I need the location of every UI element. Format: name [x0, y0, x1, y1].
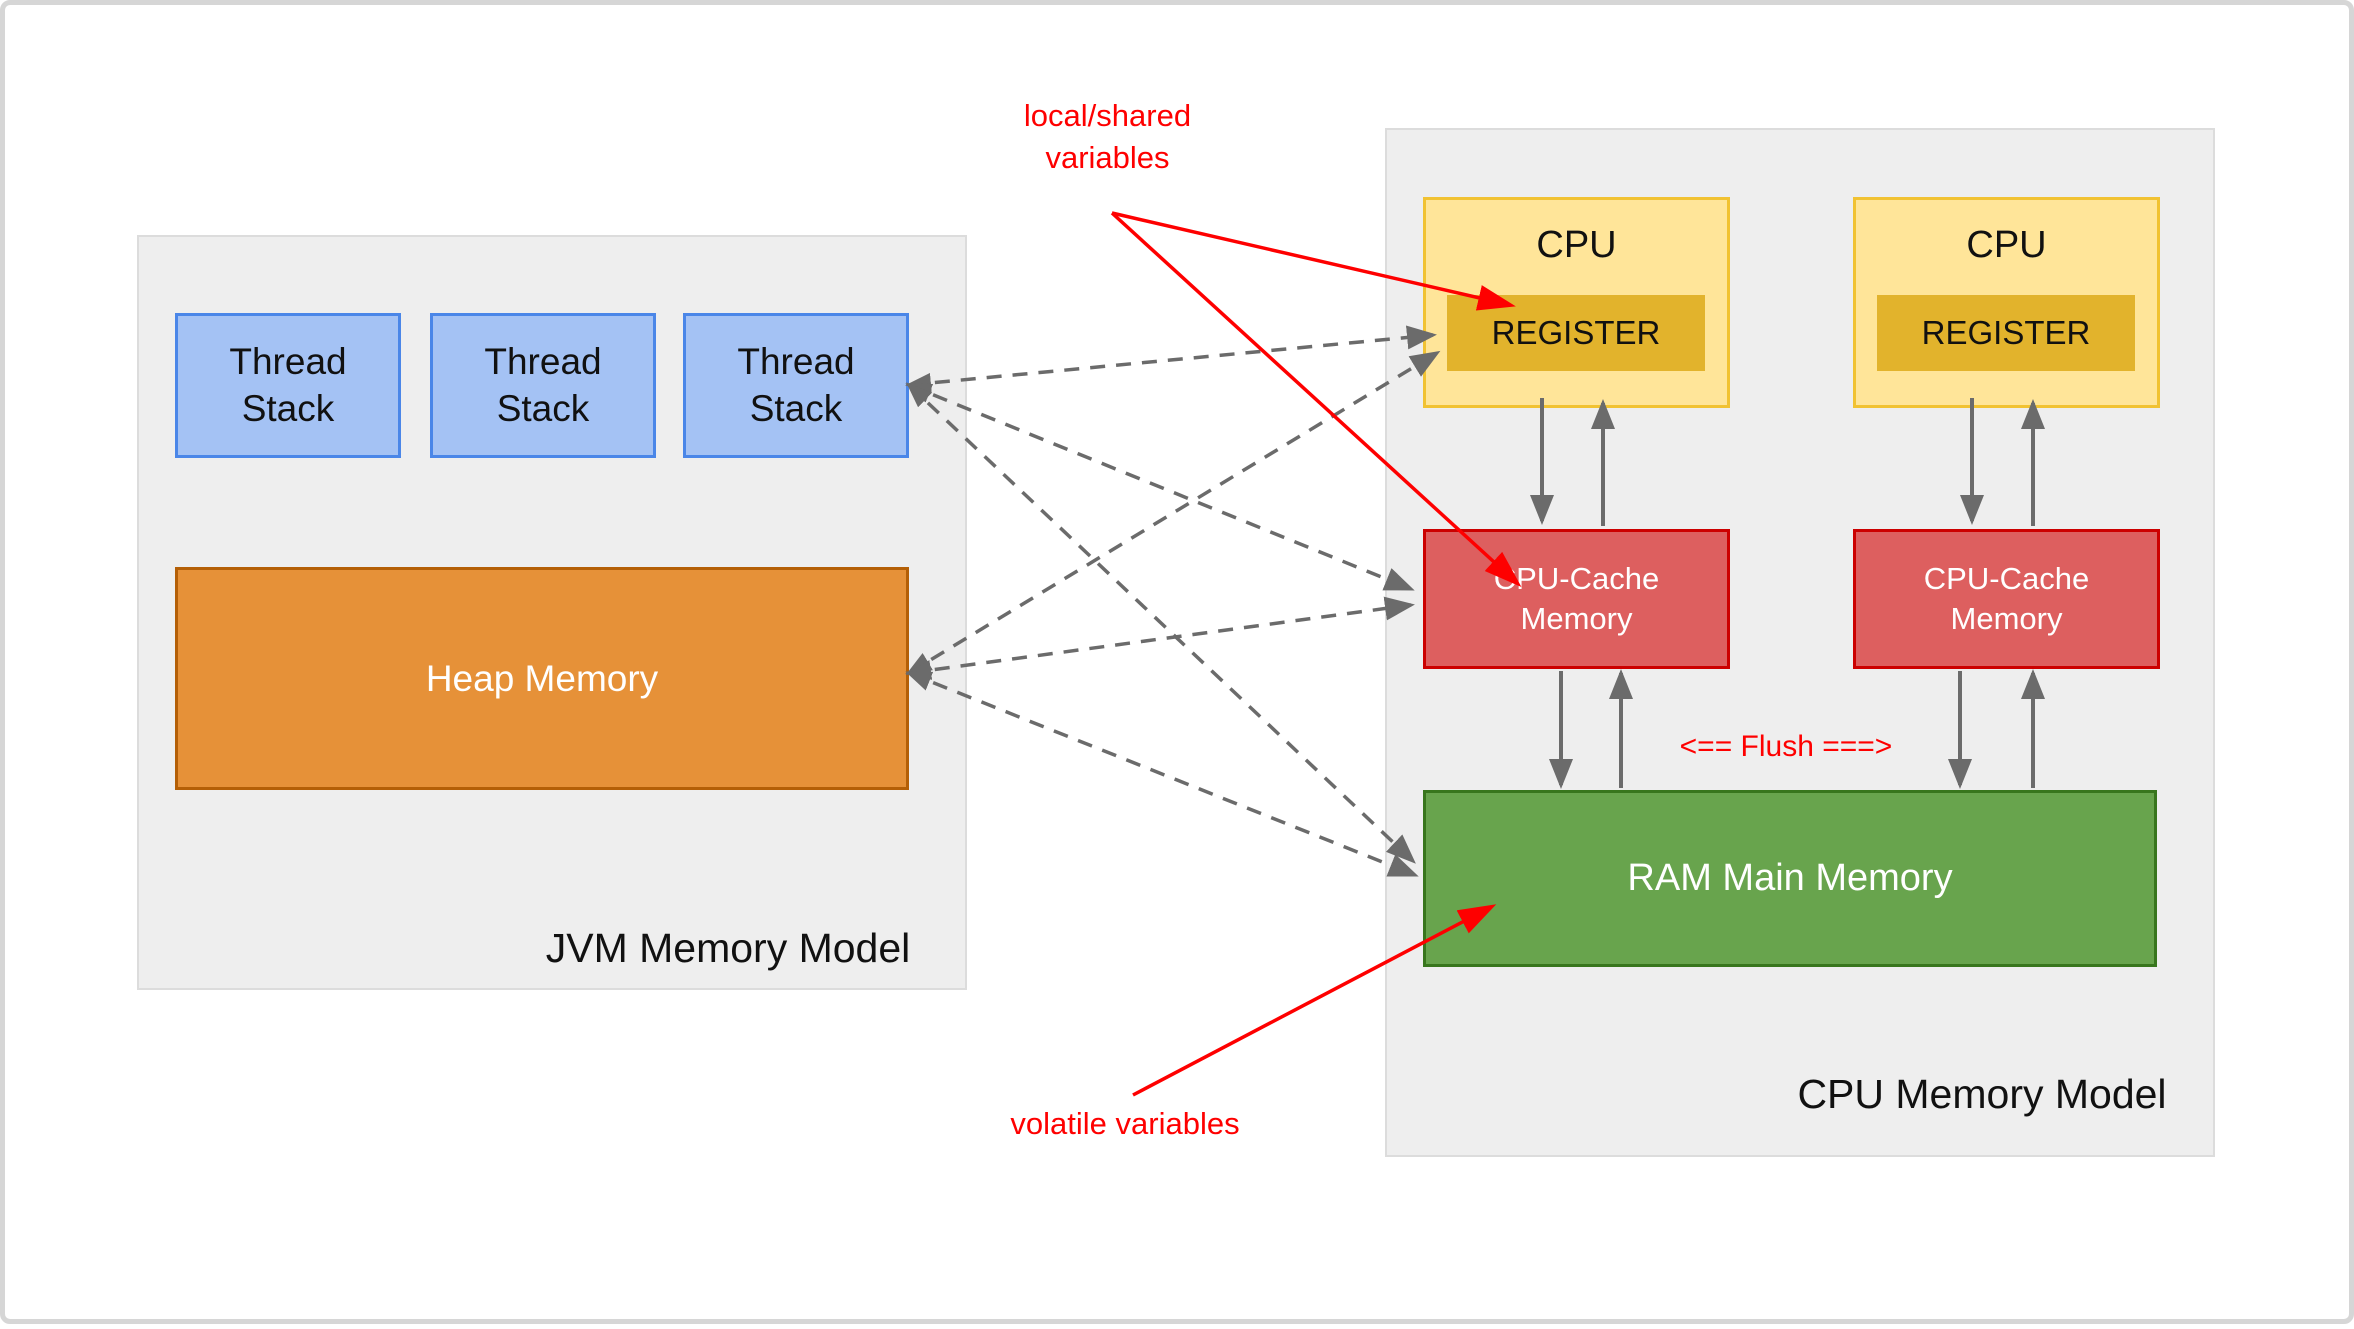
- dashed-arrow-stack-ram: [906, 382, 1416, 864]
- cpu-panel-title: CPU Memory Model: [1797, 1071, 2167, 1117]
- register-label: REGISTER: [1921, 314, 2091, 351]
- cpu-cache-box-1: CPU-Cache Memory: [1423, 529, 1730, 669]
- dashed-arrow-stack-register: [905, 325, 1437, 393]
- heap-memory-box: Heap Memory: [175, 567, 909, 790]
- thread-stack-label: Thread Stack: [229, 341, 347, 429]
- dashed-arrow-heap-register: [905, 350, 1441, 676]
- local-shared-line1: local/shared: [1023, 98, 1192, 133]
- jvm-panel-title: JVM Memory Model: [545, 925, 911, 971]
- thread-stack-label: Thread Stack: [737, 341, 855, 429]
- volatile-variables-note: volatile variables: [1010, 1106, 1240, 1141]
- cpu-box-2: CPU REGISTER: [1853, 197, 2160, 408]
- cpu-cache-box-2: CPU-Cache Memory: [1853, 529, 2160, 669]
- thread-stack-box-3: Thread Stack: [683, 313, 909, 458]
- cpu-cache-label: CPU-Cache Memory: [1493, 560, 1660, 636]
- local-shared-line2: variables: [1045, 139, 1170, 175]
- thread-stack-box-1: Thread Stack: [175, 313, 401, 458]
- flush-note: <== Flush ===>: [1679, 730, 1893, 763]
- heap-memory-label: Heap Memory: [425, 657, 659, 699]
- thread-stack-box-2: Thread Stack: [430, 313, 656, 458]
- dashed-arrow-heap-ram: [905, 671, 1419, 877]
- ram-main-memory-box: RAM Main Memory: [1423, 790, 2157, 967]
- register-box-1: REGISTER: [1447, 295, 1705, 371]
- cpu-cache-label: CPU-Cache Memory: [1923, 560, 2090, 636]
- cpu-label: CPU: [1536, 224, 1617, 266]
- cpu-box-1: CPU REGISTER: [1423, 197, 1730, 408]
- ram-main-memory-label: RAM Main Memory: [1627, 857, 1953, 899]
- dashed-arrow-stack-cache: [905, 383, 1415, 591]
- cpu-label: CPU: [1966, 224, 2047, 266]
- register-label: REGISTER: [1491, 314, 1661, 351]
- dashed-arrow-heap-cache: [905, 596, 1415, 680]
- local-shared-variables-note: local/shared variables: [960, 95, 1255, 179]
- thread-stack-label: Thread Stack: [484, 341, 602, 429]
- register-box-2: REGISTER: [1877, 295, 2135, 371]
